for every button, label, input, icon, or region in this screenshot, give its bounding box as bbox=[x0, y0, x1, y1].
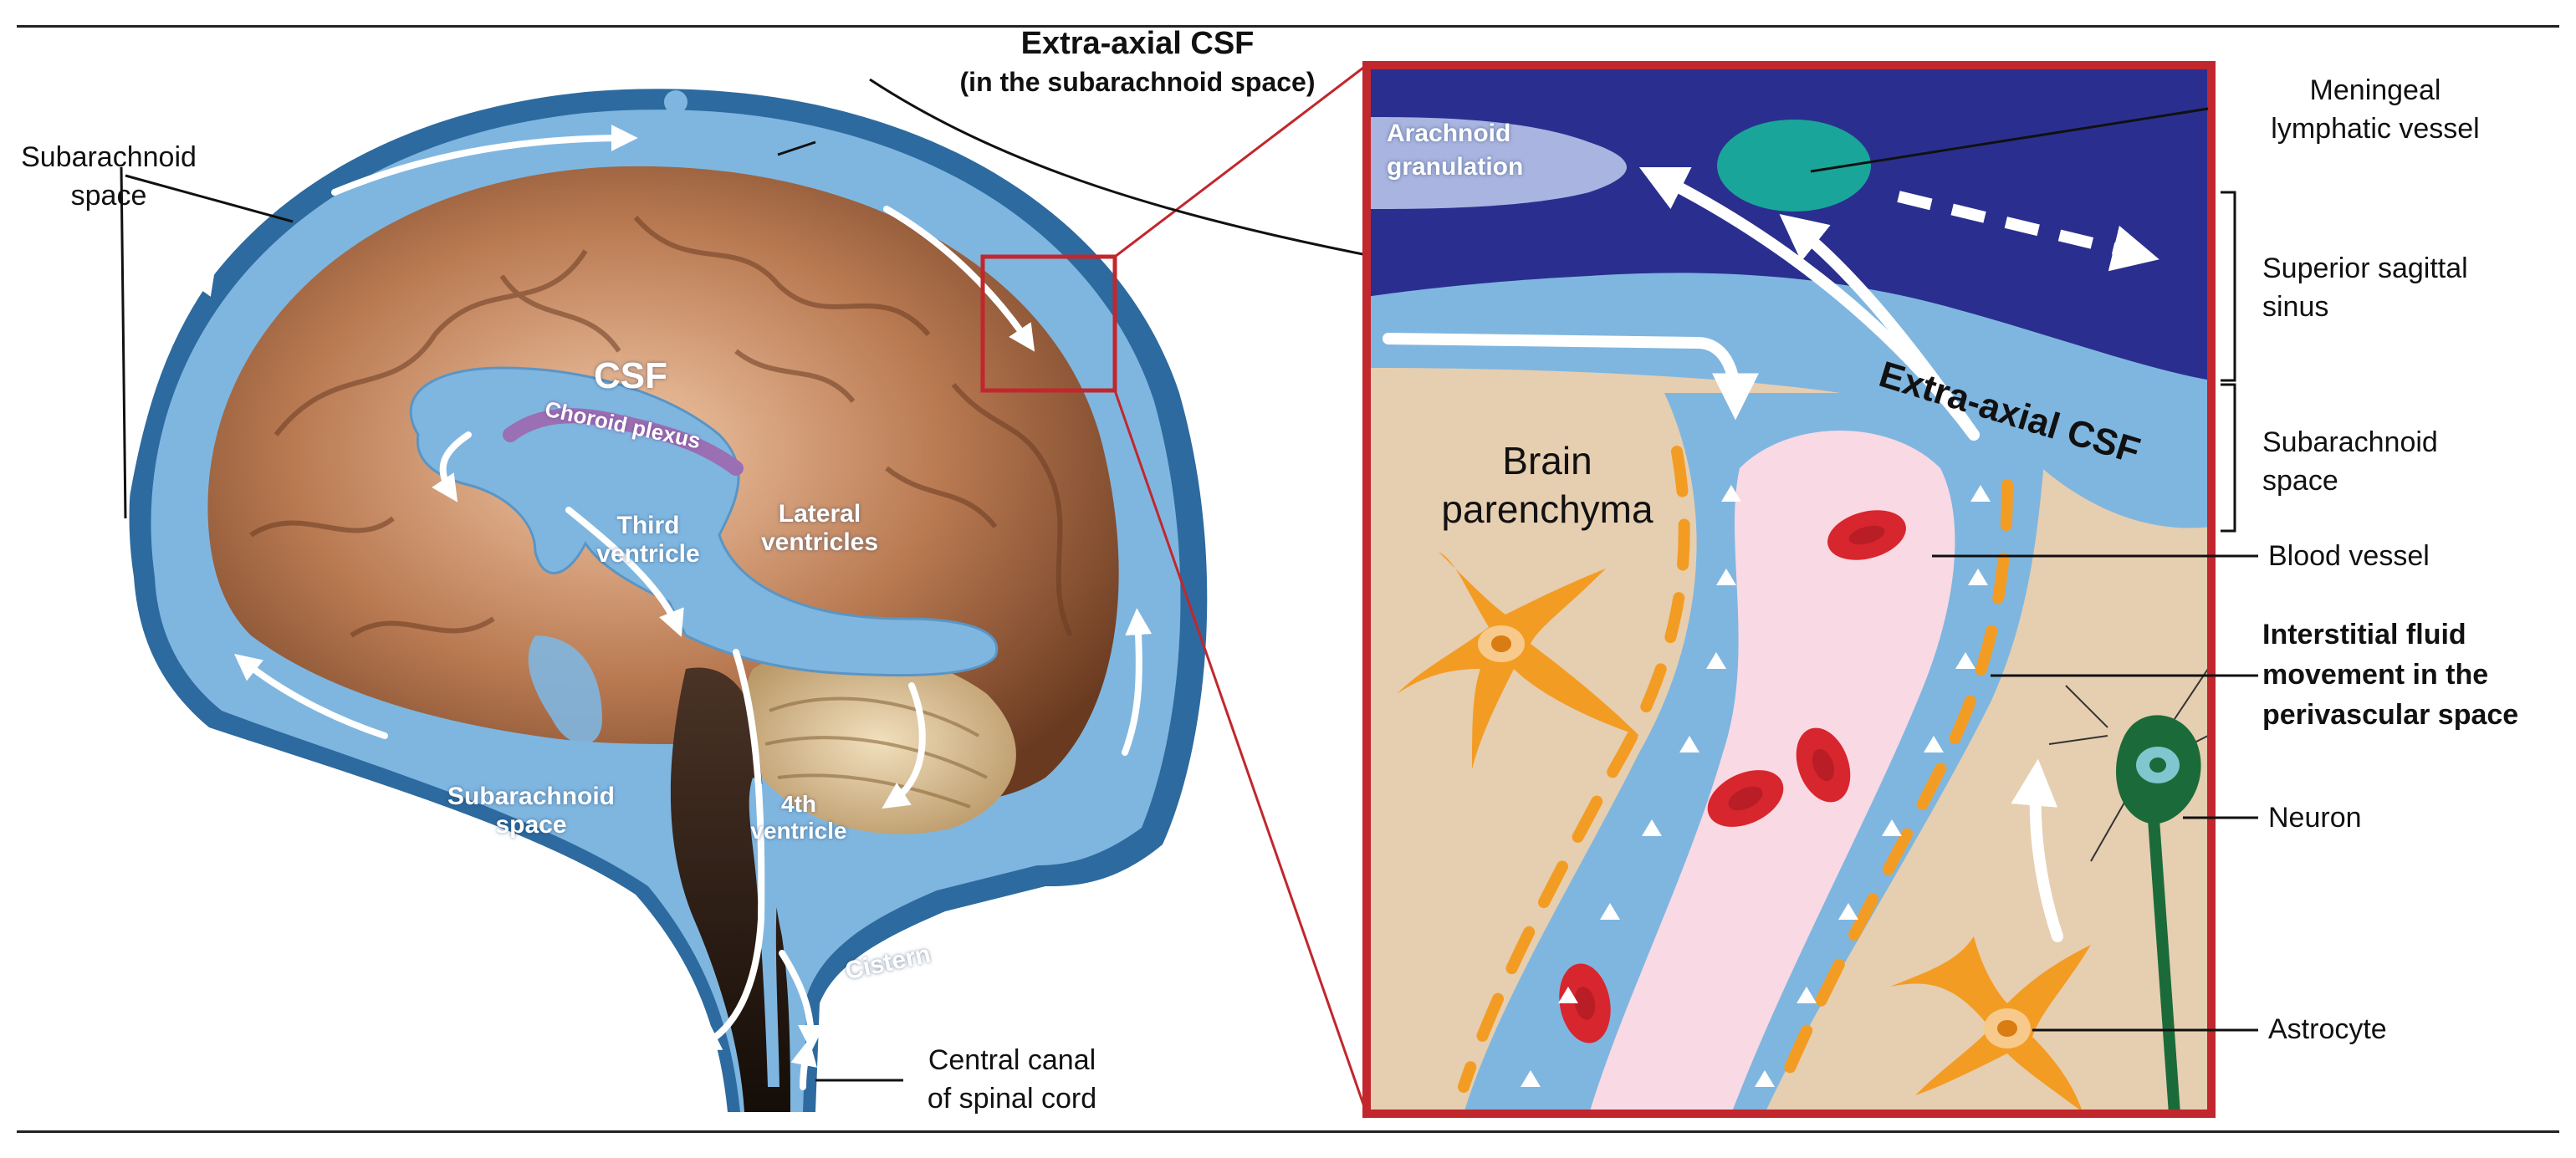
brain-illustration-group bbox=[120, 64, 1389, 1115]
leader-lines-left bbox=[120, 78, 1389, 1082]
perivascular-arrows bbox=[1521, 485, 1991, 1087]
bottom-rule bbox=[17, 1130, 2559, 1133]
inset-group bbox=[1367, 65, 2211, 1114]
sinus-flow-arrow bbox=[1897, 191, 2159, 272]
leader-lines-right bbox=[1810, 107, 2258, 1032]
blood-vessel bbox=[1589, 431, 1955, 1114]
inset-border bbox=[1362, 61, 2216, 1118]
flow-arrows bbox=[122, 125, 1153, 1090]
gyri-lines bbox=[249, 216, 1073, 638]
granulation-bump bbox=[664, 90, 687, 114]
choroid-plexus bbox=[503, 408, 744, 476]
extra-axial-subtitle: (in the subarachnoid space) bbox=[959, 67, 1316, 97]
fourth-ventricle-canal bbox=[749, 778, 781, 1087]
csf-label: CSF bbox=[594, 355, 667, 396]
blood-vessel-label: Blood vessel bbox=[2268, 540, 2430, 572]
arachnoid-granulation bbox=[1367, 117, 1627, 209]
zoom-line-bottom bbox=[1113, 390, 1368, 1115]
inset-flow-arrows bbox=[1383, 166, 2063, 942]
granulation-bump bbox=[1050, 310, 1074, 334]
neuron-label: Neuron bbox=[2268, 802, 2362, 834]
top-rule bbox=[17, 25, 2559, 28]
neuron-cell bbox=[2048, 668, 2209, 1114]
lymphatic-vessel bbox=[1717, 120, 1871, 212]
ventricle-system bbox=[409, 366, 999, 677]
astrocyte-cell bbox=[1397, 552, 2091, 1112]
granulation-bump bbox=[871, 156, 894, 179]
extra-axial-title: Extra-axial CSF bbox=[1020, 26, 1255, 61]
astrocyte-label: Astrocyte bbox=[2268, 1013, 2387, 1045]
zoom-box bbox=[980, 254, 1117, 393]
zoom-line-top bbox=[1114, 64, 1367, 258]
astrocyte-endfeet bbox=[1458, 446, 2013, 1093]
